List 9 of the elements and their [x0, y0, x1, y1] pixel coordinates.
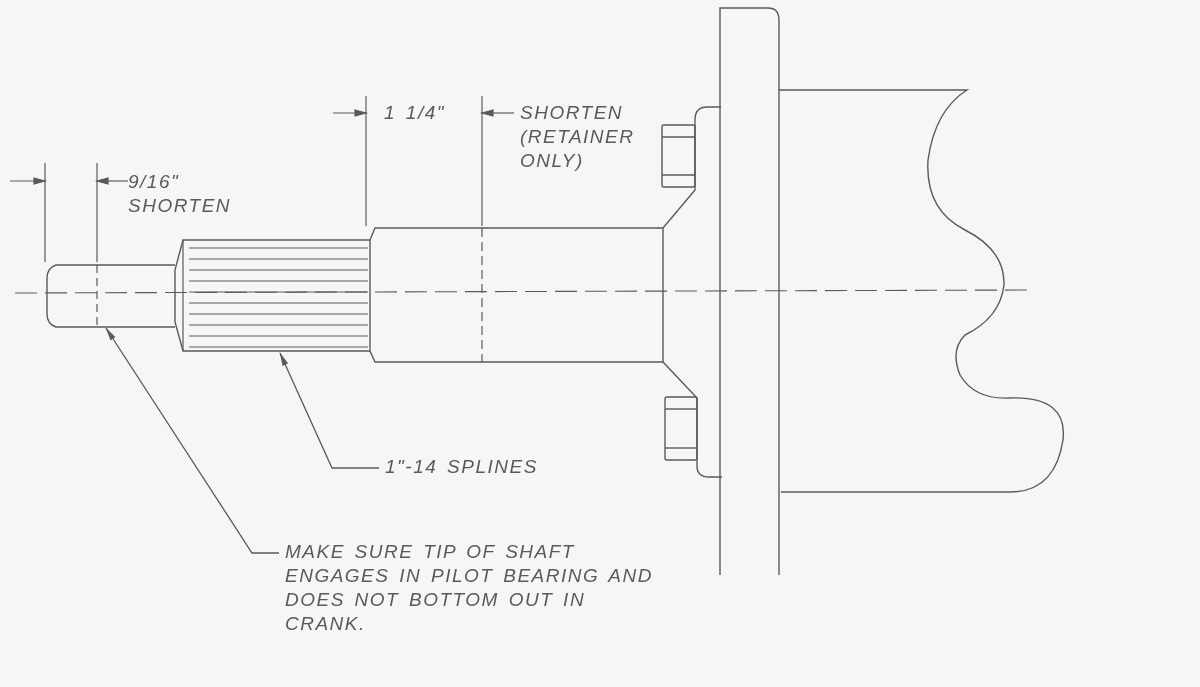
leader-line — [279, 352, 380, 469]
callout-note: MAKE SURE TIP OF SHAFT ENGAGES IN PILOT BEARING AND DOES NOT BOTTOM OUT IN CRANK. — [285, 540, 670, 636]
leader-line — [105, 327, 280, 554]
callout-note: 1"-14 SPLINES — [385, 455, 595, 479]
dimension-label: 1 1/4" — [384, 101, 446, 125]
dimension-label: SHORTEN (RETAINER ONLY) — [520, 101, 636, 173]
spline-section — [174, 239, 371, 352]
dimension-label: 9/16" SHORTEN — [128, 170, 233, 218]
shaft-tip — [46, 264, 176, 328]
